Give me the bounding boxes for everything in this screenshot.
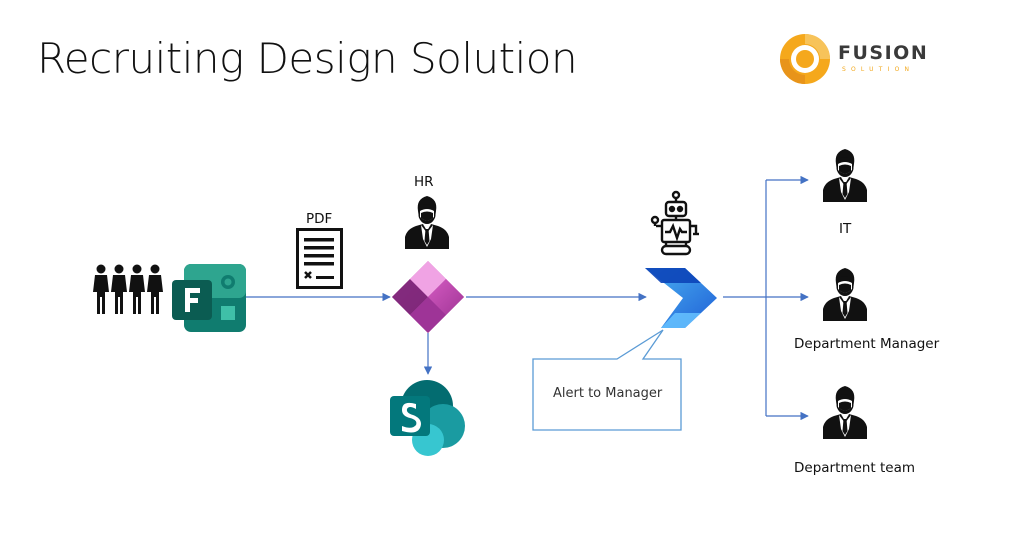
logo-tagline: SOLUTION — [842, 66, 915, 73]
power-apps-icon — [392, 261, 464, 333]
hr-businessman-icon — [405, 196, 449, 249]
alert-callout — [532, 329, 682, 431]
microsoft-forms-icon — [172, 264, 246, 332]
logo-name: FUSION — [838, 42, 929, 64]
people-group-icon — [93, 264, 163, 314]
department-team-label: Department team — [794, 460, 916, 476]
sharepoint-icon — [390, 380, 465, 456]
pdf-label: PDF — [306, 211, 333, 227]
page-title: Recruiting Design Solution — [37, 34, 578, 83]
it-label: IT — [839, 221, 852, 237]
hr-label: HR — [414, 174, 434, 190]
connectors — [246, 175, 809, 421]
alert-callout-text: Alert to Manager — [553, 386, 663, 401]
manager-businessman-icon — [823, 268, 867, 321]
fusion-logo: FUSION SOLUTION — [776, 30, 946, 90]
power-automate-icon — [645, 268, 717, 328]
robot-icon — [650, 190, 699, 256]
it-businessman-icon — [823, 149, 867, 202]
team-businessman-icon — [823, 386, 867, 439]
pdf-document-icon — [296, 228, 343, 289]
department-manager-label: Department Manager — [794, 336, 940, 352]
fusion-logo-mark-icon — [780, 34, 830, 84]
